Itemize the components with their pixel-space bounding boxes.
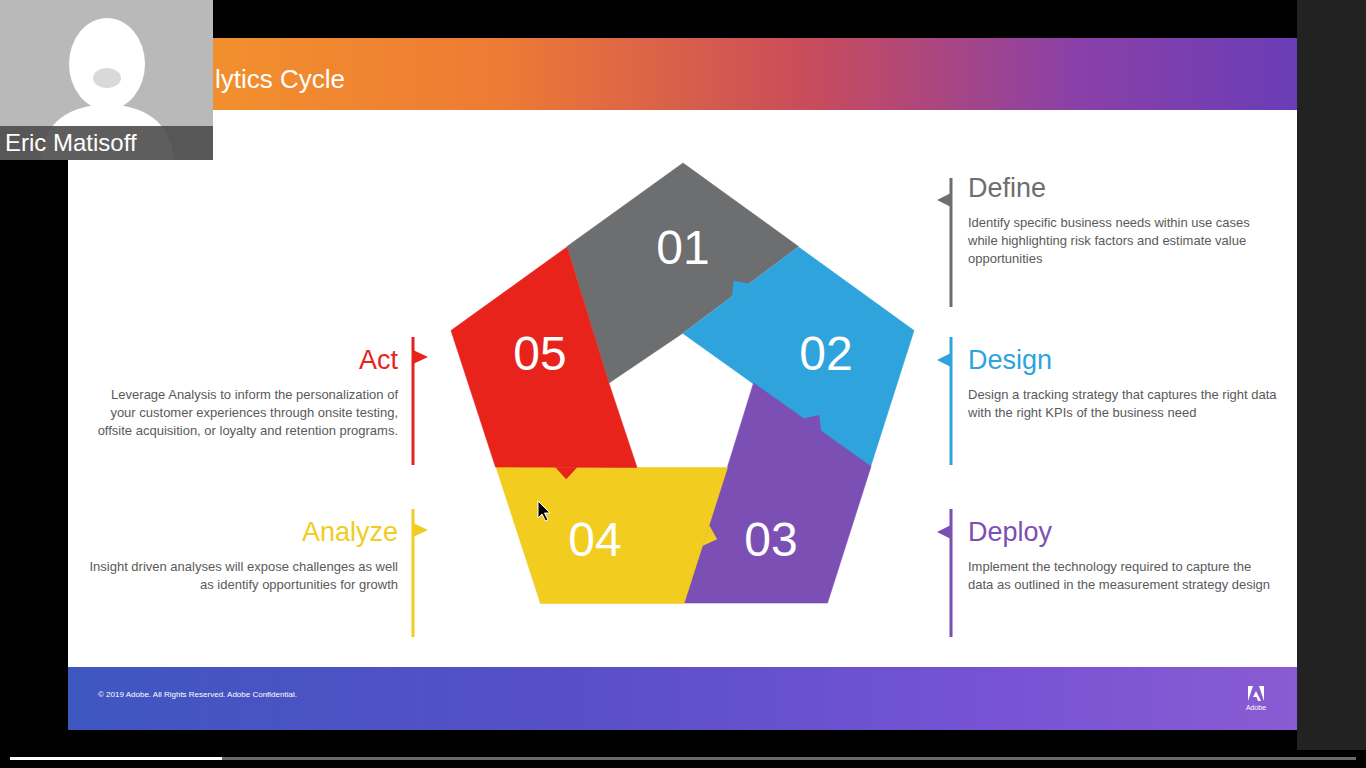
mouse-cursor — [538, 501, 550, 521]
step-marker — [937, 193, 951, 207]
segment-shape — [451, 247, 637, 468]
cycle-segment: 05 — [451, 247, 637, 479]
step-description: Insight driven analyses will expose chal… — [88, 558, 398, 594]
label-slot: Design — [968, 344, 1278, 376]
step-marker — [937, 525, 951, 539]
label-slot: Leverage Analysis to inform the personal… — [88, 386, 398, 440]
name-band — [0, 126, 213, 160]
logo-part — [1248, 686, 1253, 701]
label-slot: © 2019 Adobe. All Rights Reserved. Adobe… — [98, 690, 498, 700]
person-silhouette — [69, 18, 145, 110]
step-heading: Analyze — [88, 516, 398, 548]
segment-shape — [496, 467, 728, 604]
label-slot: Identify specific business needs within … — [968, 214, 1278, 268]
label-slot: Implement the technology required to cap… — [968, 558, 1278, 594]
step-heading: Define — [968, 172, 1278, 204]
label-slot: Eric Matisoff — [5, 128, 210, 158]
progress-track — [10, 757, 1356, 760]
step-number: 02 — [766, 330, 886, 378]
label-slot: Deploy — [968, 516, 1278, 548]
step-number: 05 — [480, 330, 600, 378]
step-description: Leverage Analysis to inform the personal… — [88, 386, 398, 440]
puzzle-tab — [702, 525, 717, 546]
step-marker — [413, 350, 428, 364]
participant-name: Eric Matisoff — [5, 128, 210, 158]
puzzle-tab — [555, 467, 577, 479]
label-slot: Act — [88, 344, 398, 376]
header-bar — [68, 38, 1297, 110]
step-description: Identify specific business needs within … — [968, 214, 1278, 268]
slide-title: lytics Cycle — [215, 63, 345, 95]
step-number: 01 — [623, 224, 743, 272]
label-slot: Define — [968, 172, 1278, 204]
slide-body — [68, 110, 1297, 667]
logo-wordmark: Adobe — [1236, 703, 1276, 712]
label-slot: Analyze — [88, 516, 398, 548]
step-marker — [937, 353, 951, 367]
adobe-logo — [1248, 686, 1264, 701]
webcam-tile — [0, 0, 213, 160]
puzzle-tab — [803, 415, 821, 431]
step-number: 03 — [711, 516, 831, 564]
copyright-note: © 2019 Adobe. All Rights Reserved. Adobe… — [98, 690, 498, 700]
title-slot: lytics Cycle — [215, 63, 345, 95]
step-number: 04 — [535, 516, 655, 564]
step-heading: Design — [968, 344, 1278, 376]
progress-bar — [10, 757, 1356, 760]
label-slot: Adobe — [1236, 703, 1276, 712]
side-strip — [1297, 0, 1366, 750]
step-heading: Deploy — [968, 516, 1278, 548]
step-heading: Act — [88, 344, 398, 376]
step-marker — [413, 523, 428, 537]
puzzle-tab — [732, 280, 750, 296]
webcam-frame — [0, 0, 213, 160]
logo-part — [1253, 691, 1261, 701]
cycle-segment: 04 — [496, 467, 728, 604]
label-slot: Insight driven analyses will expose chal… — [88, 558, 398, 594]
label-slot: Design a tracking strategy that captures… — [968, 386, 1278, 422]
progress-fill — [10, 757, 222, 760]
person-silhouette — [93, 68, 121, 88]
step-markers — [412, 178, 953, 637]
step-description: Design a tracking strategy that captures… — [968, 386, 1278, 422]
footer-bar — [68, 667, 1297, 730]
step-description: Implement the technology required to cap… — [968, 558, 1278, 594]
